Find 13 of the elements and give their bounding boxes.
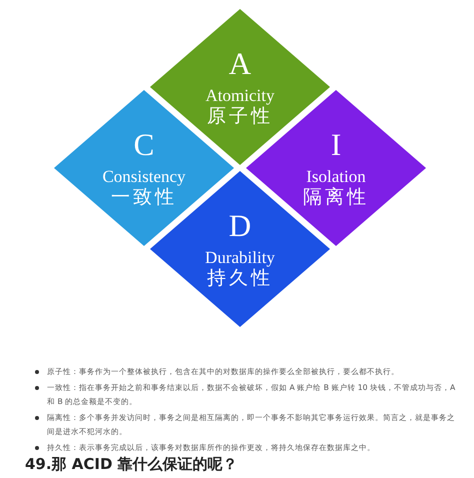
chinese-term: 一致性 — [111, 186, 177, 209]
diamond-letter: A — [228, 46, 252, 82]
diamond-letter: C — [134, 127, 154, 164]
chinese-term: 持久性 — [207, 268, 273, 290]
english-term: Durability — [205, 248, 275, 268]
english-term: Isolation — [306, 167, 366, 187]
chinese-term: 原子性 — [207, 106, 273, 128]
english-term: Consistency — [102, 167, 186, 187]
english-term: Atomicity — [206, 86, 274, 106]
diamond-letter: I — [330, 127, 342, 164]
chinese-term: 隔离性 — [303, 186, 369, 209]
section-heading: 49.那 ACID 靠什么保证的呢？ — [25, 455, 238, 474]
diamond-letter: D — [228, 208, 252, 244]
